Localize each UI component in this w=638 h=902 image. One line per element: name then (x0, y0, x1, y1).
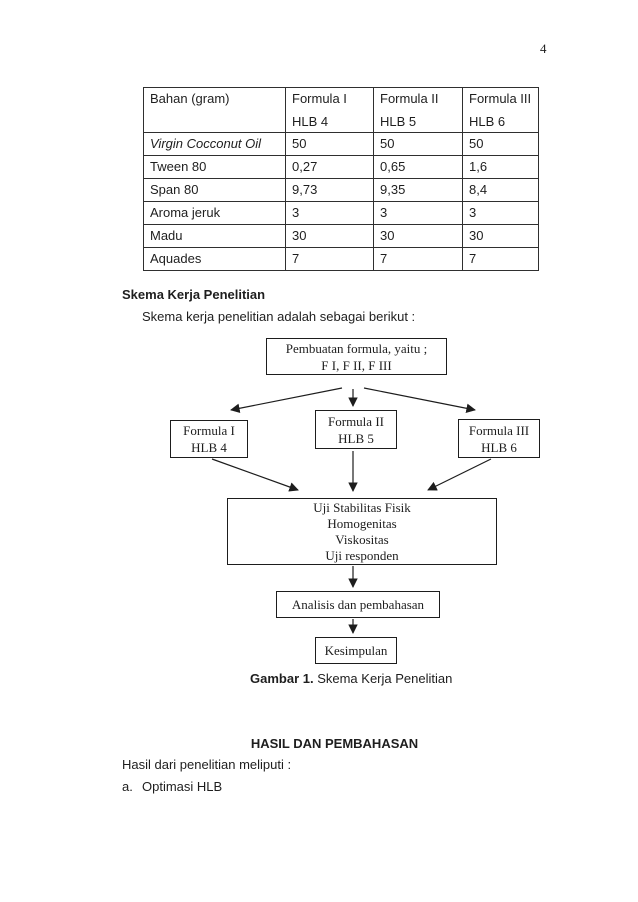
table-cell: 3 (462, 201, 539, 225)
header-line1: Formula I (292, 91, 347, 106)
list-item-marker: a. (122, 779, 133, 794)
table-row: Tween 80 0,27 0,65 1,6 (143, 155, 539, 179)
figure-caption-label: Gambar 1. (250, 671, 314, 686)
flow-box-line: Formula III (468, 422, 530, 438)
table-header-cell: Formula II HLB 5 (373, 87, 463, 133)
table-cell-label: Aroma jeruk (143, 201, 286, 225)
table-cell: 7 (285, 247, 374, 271)
results-list-item: a. Optimasi HLB (122, 779, 222, 794)
table-cell: 30 (373, 224, 463, 248)
flow-box-line: Formula II (328, 413, 384, 429)
table-cell: 9,35 (373, 178, 463, 202)
flow-box-line: Kesimpulan (324, 643, 388, 658)
header-line1: Formula III (469, 91, 532, 106)
figure-caption-text: Skema Kerja Penelitian (313, 671, 453, 686)
table-row: Madu 30 30 30 (143, 224, 539, 248)
table-row: Aroma jeruk 3 3 3 (143, 201, 539, 225)
flow-box-line: HLB 6 (481, 439, 517, 455)
figure-caption: Gambar 1. Skema Kerja Penelitian (250, 671, 452, 686)
flow-box-line: Analisis dan pembahasan (291, 597, 425, 612)
flow-box-formula-1: Formula I HLB 4 (170, 420, 248, 458)
table-cell: 8,4 (462, 178, 539, 202)
header-line2: HLB 5 (380, 114, 417, 129)
flow-box-line: HLB 4 (191, 440, 227, 455)
flow-box-line: HLB 5 (338, 430, 374, 446)
table-cell: 3 (373, 201, 463, 225)
table-row: Span 80 9,73 9,35 8,4 (143, 178, 539, 202)
table-cell-label: Aquades (143, 247, 286, 271)
table-cell: 9,73 (285, 178, 374, 202)
flow-box-line: Formula I (183, 423, 235, 438)
results-intro: Hasil dari penelitian meliputi : (122, 757, 292, 772)
table-cell: 7 (373, 247, 463, 271)
table-cell: 7 (462, 247, 539, 271)
table-row: Virgin Cocconut Oil 50 50 50 (143, 132, 539, 156)
table-header-row: Bahan (gram) Formula I HLB 4 Formula II … (143, 87, 539, 133)
header-line1: Bahan (gram) (150, 91, 230, 106)
flow-box-line: Uji responden (325, 547, 399, 563)
table-cell: 3 (285, 201, 374, 225)
header-line1: Formula II (380, 91, 439, 106)
table-cell: 50 (373, 132, 463, 156)
flow-box-line: F I, F II, F III (321, 357, 392, 373)
table-cell: 50 (462, 132, 539, 156)
table-header-cell: Bahan (gram) (143, 87, 286, 133)
table-cell-label: Tween 80 (143, 155, 286, 179)
table-cell: 30 (462, 224, 539, 248)
page-number: 4 (540, 41, 547, 56)
header-line2: HLB 4 (292, 114, 329, 129)
flow-box-kesimpulan: Kesimpulan (315, 637, 397, 664)
table-row: Aquades 7 7 7 (143, 247, 539, 271)
header-line2: HLB 6 (469, 114, 506, 129)
flow-box-analisis: Analisis dan pembahasan (276, 591, 440, 618)
flow-box-uji-stabilitas: Uji Stabilitas Fisik Homogenitas Viskosi… (227, 498, 497, 565)
flow-box-line: Pembuatan formula, yaitu ; (285, 340, 428, 356)
table-header-cell: Formula III HLB 6 (462, 87, 539, 133)
section-intro: Skema kerja penelitian adalah sebagai be… (142, 309, 416, 324)
flow-box-line: Viskositas (335, 531, 389, 547)
table-cell-label: Madu (143, 224, 286, 248)
table-cell: 30 (285, 224, 374, 248)
results-heading: HASIL DAN PEMBAHASAN (250, 736, 419, 751)
flow-box-formula-3: Formula III HLB 6 (458, 419, 540, 458)
section-heading: Skema Kerja Penelitian (122, 287, 266, 302)
table-cell: 50 (285, 132, 374, 156)
table-cell-label: Virgin Cocconut Oil (143, 132, 286, 156)
flow-box-pembuatan: Pembuatan formula, yaitu ; F I, F II, F … (266, 338, 447, 375)
table-cell-label: Span 80 (143, 178, 286, 202)
flow-box-line: Uji Stabilitas Fisik (313, 499, 411, 515)
table-cell: 0,27 (285, 155, 374, 179)
list-item-text: Optimasi HLB (142, 779, 223, 794)
flow-box-line: Homogenitas (327, 515, 397, 531)
table-header-cell: Formula I HLB 4 (285, 87, 374, 133)
flow-box-formula-2: Formula II HLB 5 (315, 410, 397, 449)
table-cell: 1,6 (462, 155, 539, 179)
formula-table: Bahan (gram) Formula I HLB 4 Formula II … (143, 87, 539, 271)
table-cell: 0,65 (373, 155, 463, 179)
